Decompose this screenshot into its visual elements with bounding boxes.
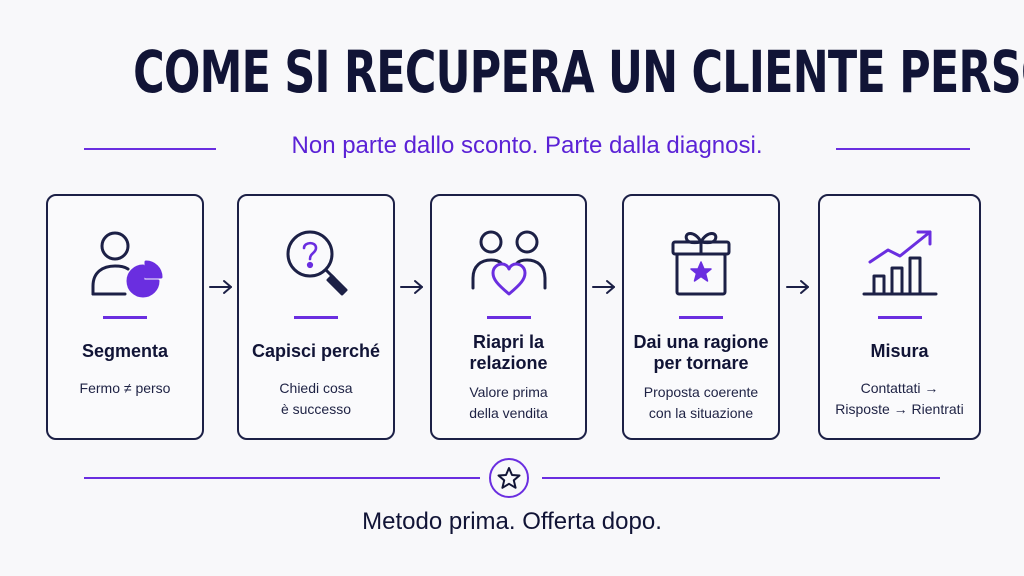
arrow-right-icon <box>399 278 425 296</box>
step-accent-bar <box>294 316 338 319</box>
footer-divider-right <box>542 477 940 479</box>
step-card-segmenta: Segmenta Fermo ≠ perso <box>46 194 204 440</box>
subtitle-row: Non parte dallo sconto. Parte dalla diag… <box>0 132 1024 164</box>
arrow-right-icon <box>785 278 811 296</box>
step-title: Dai una ragione per tornare <box>633 332 769 373</box>
step-description: Chiedi cosa è successo <box>279 380 353 417</box>
step-card-capisci: Capisci perché Chiedi cosa è successo <box>237 194 395 440</box>
step-title: Misura <box>870 341 929 361</box>
step-title: Riapri la relazione <box>469 332 548 373</box>
step-card-misura: Misura Contattati → Risposte → Rientrati <box>818 194 981 440</box>
step-description: Valore prima della vendita <box>469 384 548 421</box>
subtitle-divider-left <box>84 148 216 150</box>
step-accent-bar <box>103 316 147 319</box>
subtitle: Non parte dallo sconto. Parte dalla diag… <box>291 132 763 159</box>
user-pie-chart-icon <box>85 224 165 304</box>
arrow-right-icon <box>208 278 234 296</box>
step-card-riapri: Riapri la relazione Valore prima della v… <box>430 194 587 440</box>
arrow-right-icon <box>591 278 617 296</box>
step-card-dai-ragione: Dai una ragione per tornare Proposta coe… <box>622 194 780 440</box>
step-title: Segmenta <box>81 341 169 361</box>
footer-divider-left <box>84 477 480 479</box>
tagline: Metodo prima. Offerta dopo. <box>362 508 662 535</box>
subtitle-divider-right <box>836 148 970 150</box>
growth-chart-icon <box>860 224 940 304</box>
step-accent-bar <box>877 316 922 319</box>
step-title: Capisci perché <box>251 341 381 361</box>
page-title: COME SI RECUPERA UN CLIENTE PERSO <box>133 38 1024 106</box>
star-icon <box>488 457 530 499</box>
magnifier-question-icon <box>276 224 356 304</box>
step-accent-bar <box>486 316 531 319</box>
step-description: Proposta coerente con la situazione <box>643 384 759 421</box>
step-description: Contattati → Risposte → Rientrati <box>835 380 964 417</box>
step-accent-bar <box>679 316 723 319</box>
people-heart-icon <box>469 224 549 304</box>
gift-star-icon <box>661 224 741 304</box>
step-description: Fermo ≠ perso <box>79 380 171 396</box>
